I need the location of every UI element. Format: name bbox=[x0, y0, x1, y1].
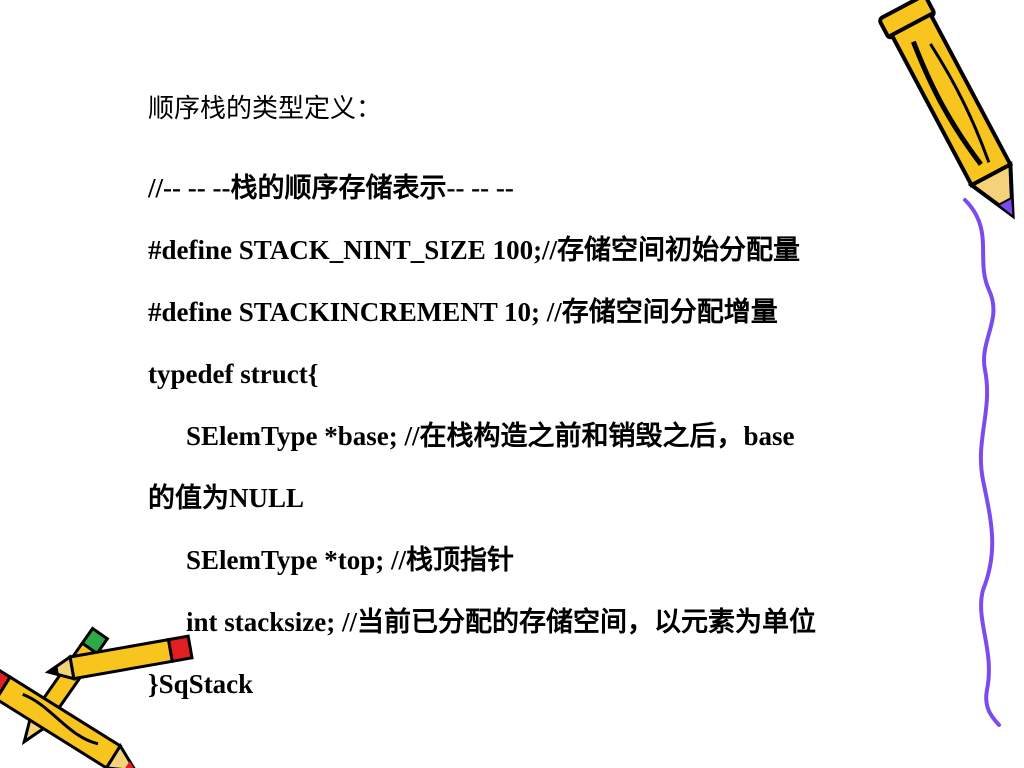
code-line-stacksize: int stacksize; //当前已分配的存储空间，以元素为单位 bbox=[186, 607, 816, 637]
pencils-icon bbox=[0, 626, 194, 768]
code-line-base: SElemType *base; //在栈构造之前和销毁之后，base bbox=[186, 421, 795, 451]
squiggle-line bbox=[963, 198, 1001, 727]
code-line-define-init-size: #define STACK_NINT_SIZE 100;//存储空间初始分配量 bbox=[148, 235, 801, 265]
code-line-comment-header: //-- -- --栈的顺序存储表示-- -- -- bbox=[148, 173, 514, 203]
pencil-icon bbox=[878, 0, 1015, 220]
code-line-define-increment: #define STACKINCREMENT 10; //存储空间分配增量 bbox=[148, 297, 778, 327]
code-line-typedef: typedef struct{ bbox=[148, 359, 319, 389]
slide-heading: 顺序栈的类型定义： bbox=[148, 94, 383, 123]
code-line-top: SElemType *top; //栈顶指针 bbox=[186, 545, 515, 575]
code-line-base-cont: 的值为NULL bbox=[148, 483, 305, 513]
code-line-close: }SqStack bbox=[148, 669, 254, 699]
